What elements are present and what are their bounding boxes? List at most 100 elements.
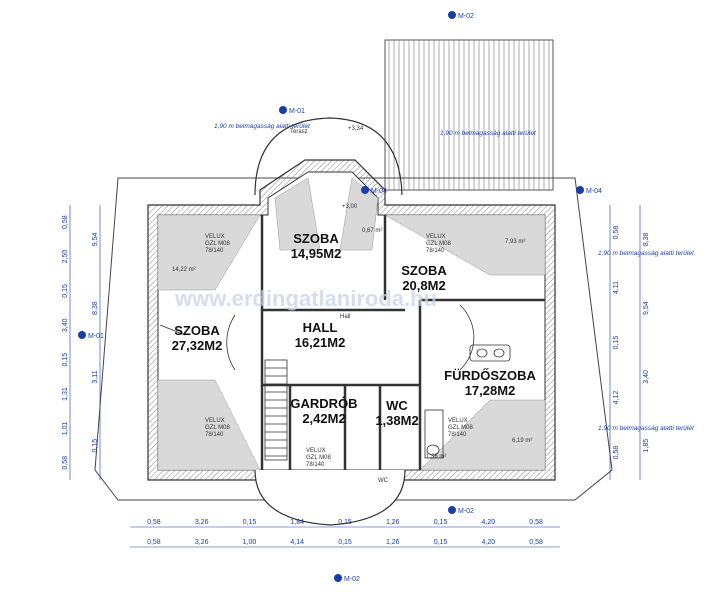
dimension-label: 1,01 bbox=[62, 422, 69, 436]
velux-label: 78/140 bbox=[205, 432, 224, 438]
velux-label: 78/140 bbox=[306, 462, 325, 468]
dimension-label: 1,00 bbox=[243, 539, 257, 546]
area-small-2: 0,67 m² bbox=[362, 228, 382, 234]
velux-label: 78/140 bbox=[426, 248, 445, 254]
velux-label: GZL M08 bbox=[205, 241, 230, 247]
dimension-label: 3,40 bbox=[643, 370, 650, 384]
dimension-lines bbox=[69, 205, 641, 548]
dimension-label: 0,15 bbox=[434, 519, 448, 526]
velux-label: VELUX bbox=[205, 234, 225, 240]
dimension-label: 1,84 bbox=[290, 519, 304, 526]
velux-label: GZL M08 bbox=[448, 425, 473, 431]
dimension-label: 0,15 bbox=[92, 439, 99, 453]
dimension-label: 8,38 bbox=[643, 232, 650, 246]
velux-label: VELUX bbox=[306, 448, 326, 454]
dimension-label: 0,15 bbox=[338, 539, 352, 546]
headroom-note-4: 1,90 m belmagasság alatti terület bbox=[598, 425, 695, 432]
dimension-label: 3,26 bbox=[195, 519, 209, 526]
headroom-note-2: 1,90 m belmagasság alatti terület bbox=[440, 130, 537, 137]
dimension-label: 3,26 bbox=[195, 539, 209, 546]
room-name: SZOBA bbox=[174, 323, 220, 338]
dimension-label: 0,58 bbox=[62, 215, 69, 229]
dimension-label: 0,58 bbox=[613, 226, 620, 240]
velux-label: VELUX bbox=[448, 418, 468, 424]
dimension-label: 9,54 bbox=[643, 301, 650, 315]
dimension-label: 0,58 bbox=[529, 519, 543, 526]
room-area: 1,38M2 bbox=[375, 413, 418, 428]
dimension-label: 1,85 bbox=[643, 439, 650, 453]
terasz-label: Terasz bbox=[290, 129, 308, 135]
room-area: 27,32M2 bbox=[172, 338, 223, 353]
headroom-note-1: 1,90 m belmagasság alatti terület bbox=[214, 123, 311, 130]
section-marker bbox=[448, 506, 456, 514]
dimension-label: 0,15 bbox=[434, 539, 448, 546]
room-name: SZOBA bbox=[293, 231, 339, 246]
dimension-label: 2,50 bbox=[62, 250, 69, 264]
room-area: 14,95M2 bbox=[291, 246, 342, 261]
dimension-label: 0,15 bbox=[243, 519, 257, 526]
interior-walls bbox=[260, 215, 545, 470]
section-label: M-02 bbox=[458, 508, 474, 515]
level-2: +3,34 bbox=[348, 126, 364, 132]
area-small-5: 14,22 m² bbox=[172, 267, 196, 273]
velux-label: GZL M08 bbox=[426, 241, 451, 247]
section-label: M-01 bbox=[289, 108, 305, 115]
room-area: 20,8M2 bbox=[402, 278, 445, 293]
dimension-label: 8,38 bbox=[92, 301, 99, 315]
staircase bbox=[264, 359, 288, 461]
velux-label: 78/140 bbox=[448, 432, 467, 438]
dimension-label: 0,15 bbox=[338, 519, 352, 526]
dimension-label: 0,58 bbox=[62, 456, 69, 470]
dimension-label: 1,26 bbox=[386, 519, 400, 526]
wc-small-label: WC bbox=[378, 478, 389, 484]
low-headroom-areas bbox=[157, 177, 546, 471]
dimension-label: 4,20 bbox=[482, 539, 496, 546]
dimension-label: 1,26 bbox=[386, 539, 400, 546]
level-1: +3,00 bbox=[342, 204, 358, 210]
area-small-3: 6,19 m² bbox=[512, 438, 532, 444]
dimension-label: 0,58 bbox=[613, 446, 620, 460]
room-name: WC bbox=[386, 398, 408, 413]
section-label: M-04 bbox=[586, 188, 602, 195]
velux-label: VELUX bbox=[205, 418, 225, 424]
section-label: M-04 bbox=[371, 188, 387, 195]
dimension-label: 0,58 bbox=[529, 539, 543, 546]
headroom-note-3: 1,90 m belmagasság alatti terület bbox=[598, 250, 695, 257]
dimension-label: 0,58 bbox=[147, 519, 161, 526]
dimension-label: 3,11 bbox=[92, 370, 99, 383]
dimension-label: 3,40 bbox=[62, 318, 69, 332]
room-area: 2,42M2 bbox=[302, 411, 345, 426]
room-name: SZOBA bbox=[401, 263, 447, 278]
area-small-4: 1,38 m² bbox=[426, 454, 446, 460]
section-label: M-01 bbox=[88, 333, 104, 340]
section-marker bbox=[361, 186, 369, 194]
dimension-label: 0,58 bbox=[147, 539, 161, 546]
section-marker bbox=[576, 186, 584, 194]
roof-outline bbox=[94, 177, 613, 501]
velux-label: 78/140 bbox=[205, 248, 224, 254]
dimension-label: 1,31 bbox=[62, 387, 69, 401]
dimension-label: 0,15 bbox=[613, 336, 620, 350]
bay-window bbox=[254, 469, 406, 526]
section-marker bbox=[448, 11, 456, 19]
room-name: HALL bbox=[303, 320, 338, 335]
room-name: FÜRDŐSZOBA bbox=[444, 368, 536, 383]
bath-fixtures bbox=[424, 344, 511, 459]
hall-small-label: Hall bbox=[340, 314, 350, 320]
area-small-1: 7,93 m² bbox=[505, 239, 525, 245]
dimension-label: 4,20 bbox=[482, 519, 496, 526]
section-label: M-02 bbox=[458, 13, 474, 20]
section-marker bbox=[78, 331, 86, 339]
velux-label: GZL M08 bbox=[205, 425, 230, 431]
dimension-label: 0,15 bbox=[62, 284, 69, 298]
section-marker bbox=[279, 106, 287, 114]
watermark: www.erdingatlaniroda.hu bbox=[174, 286, 437, 311]
dimension-label: 4,11 bbox=[613, 281, 620, 294]
dimension-label: 4,14 bbox=[290, 539, 304, 546]
section-label: M-02 bbox=[344, 576, 360, 583]
section-marker bbox=[334, 574, 342, 582]
roof-deck bbox=[384, 39, 554, 191]
room-area: 16,21M2 bbox=[295, 335, 346, 350]
door-swings bbox=[159, 304, 475, 371]
